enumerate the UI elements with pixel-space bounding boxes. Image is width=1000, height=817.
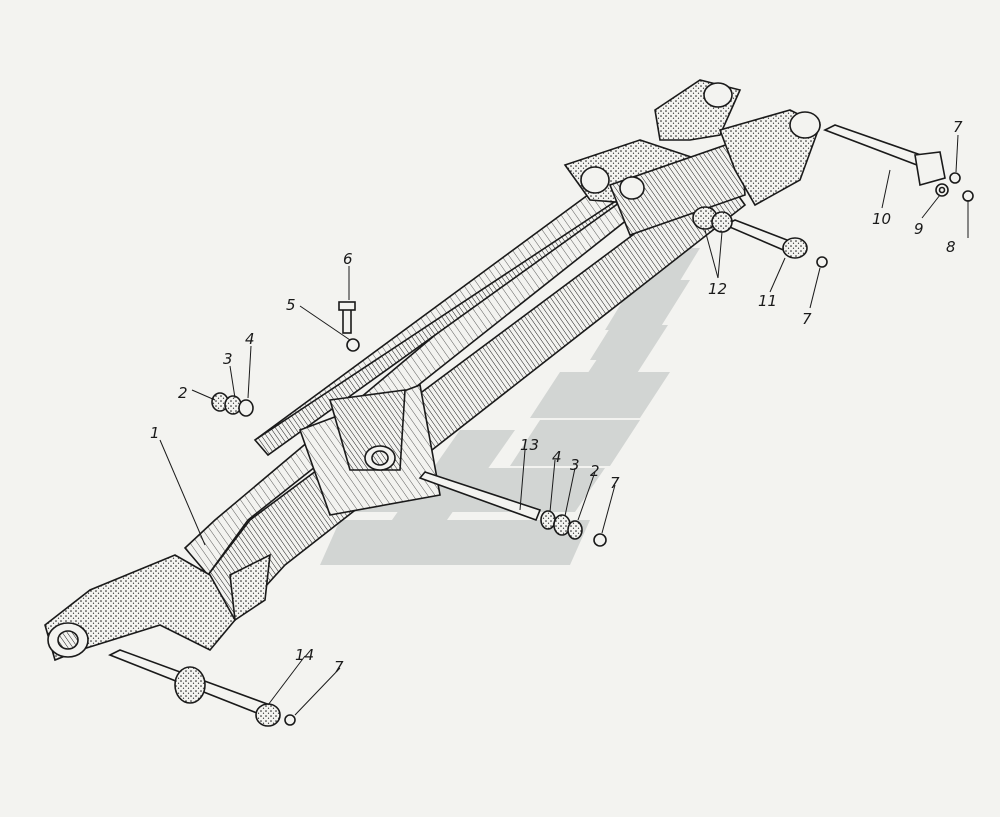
callout-13: 13: [520, 436, 539, 454]
callout-1: 1: [150, 424, 160, 442]
callout-7: 7: [334, 658, 344, 676]
callout-7: 7: [802, 310, 812, 328]
callout-7: 7: [953, 118, 963, 136]
callout-3: 3: [223, 350, 233, 368]
callout-labels: 1 2 3 4 5 6 7 8 9 10 11 7 12 13 4 3 2 7 …: [150, 118, 963, 676]
callout-3: 3: [570, 456, 580, 474]
rear-short-pin: [692, 206, 828, 268]
callout-2: 2: [178, 384, 188, 402]
callout-11: 11: [758, 292, 777, 310]
callout-10: 10: [872, 210, 891, 228]
callout-5: 5: [286, 296, 296, 314]
callout-7: 7: [610, 474, 620, 492]
washer-set-left: [211, 392, 254, 417]
callout-8: 8: [946, 238, 956, 256]
frame-cross-member: [298, 383, 441, 516]
bolt-and-nut: [338, 301, 360, 352]
callout-4: 4: [245, 330, 255, 348]
callout-6: 6: [343, 250, 353, 268]
watermark-emblem: [320, 248, 700, 565]
callout-4: 4: [552, 448, 562, 466]
rear-long-pin: [823, 124, 974, 202]
frame-rear-bracket: [563, 79, 821, 237]
leader-lines: [159, 134, 969, 716]
callout-12: 12: [708, 280, 727, 298]
callout-2: 2: [590, 462, 600, 480]
cross-shaft: [418, 471, 607, 547]
front-pin: [108, 649, 296, 727]
callout-14: 14: [295, 646, 314, 664]
callout-9: 9: [914, 220, 924, 238]
frame-front-bracket: [44, 553, 271, 662]
